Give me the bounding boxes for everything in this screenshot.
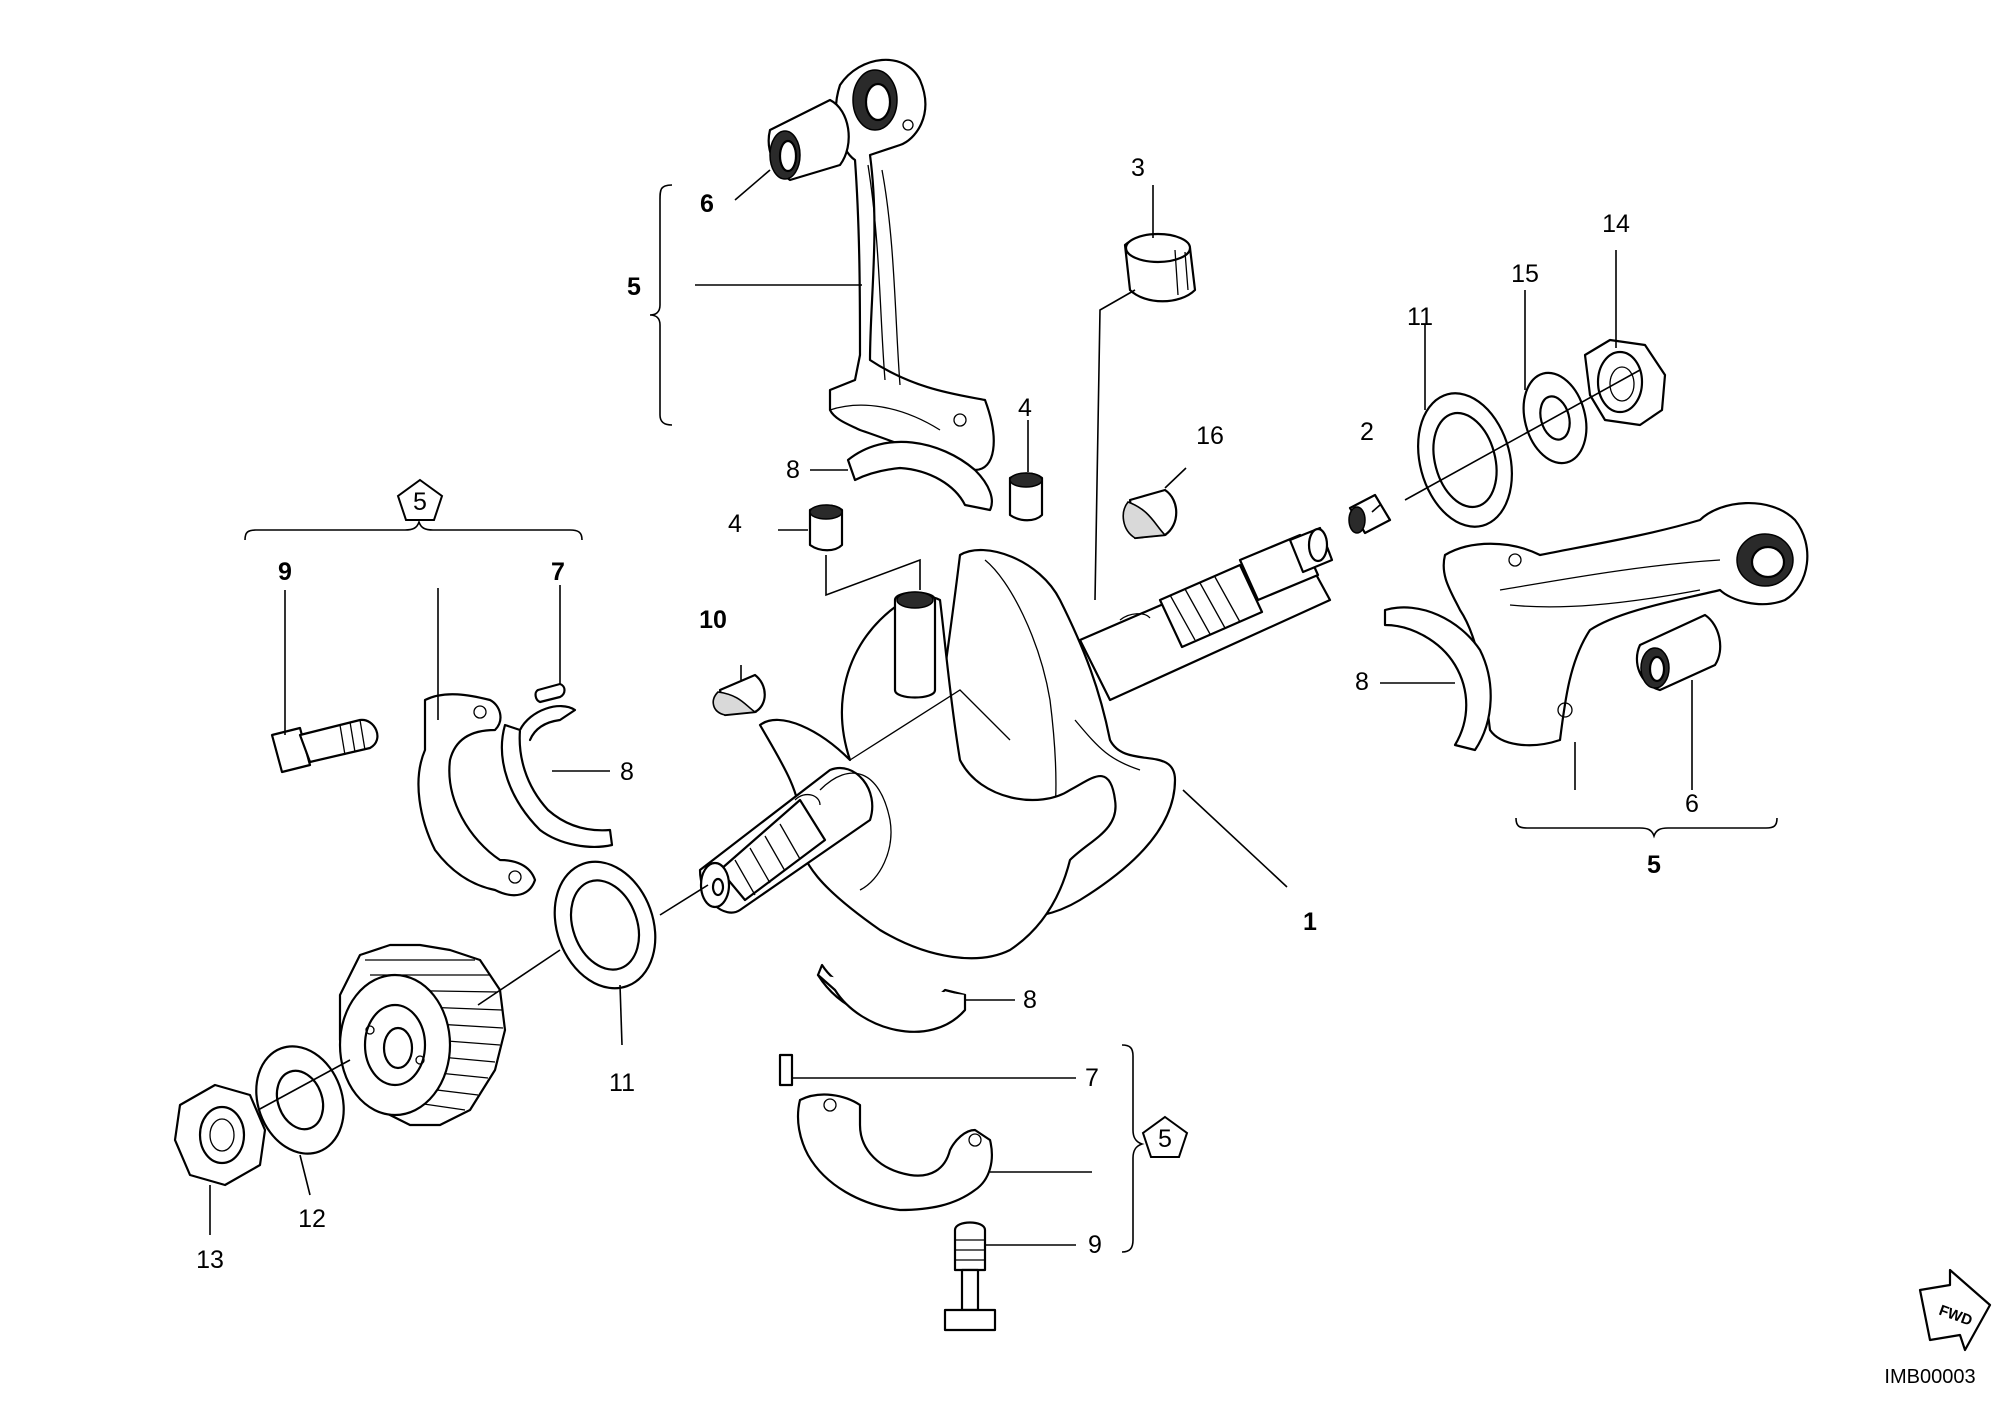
image-code: IMB00003 — [1884, 1366, 1975, 1388]
callout-7-bottom: 7 — [1085, 1064, 1099, 1092]
callout-13: 13 — [196, 1246, 224, 1274]
callout-5-top: 5 — [627, 273, 641, 301]
bearing-shell-top — [846, 440, 993, 512]
plug-4-right — [1008, 472, 1044, 522]
callout-8-top: 8 — [786, 456, 800, 484]
bearing-cap-bottom — [778, 1053, 997, 1332]
callout-9-bottom: 9 — [1088, 1231, 1102, 1259]
bearing-shell-left — [500, 705, 614, 848]
thrust-washer-right — [1417, 392, 1513, 528]
timing-gear — [338, 943, 507, 1127]
callout-8-right: 8 — [1355, 668, 1369, 696]
callout-9-left: 9 — [278, 558, 292, 586]
callout-15: 15 — [1511, 260, 1539, 288]
gear-nut — [173, 1083, 267, 1187]
callout-16: 16 — [1196, 422, 1224, 450]
kit-badge-label-left: 5 — [413, 488, 427, 516]
connecting-rod-right — [1383, 501, 1809, 752]
callout-4-right: 4 — [1018, 394, 1032, 422]
callout-4-left: 4 — [728, 510, 742, 538]
woodruff-key-16 — [1122, 488, 1178, 540]
crankshaft — [698, 526, 1334, 960]
gear-washer — [255, 1045, 345, 1155]
forward-arrow-icon: FWD — [1918, 1268, 1992, 1352]
callout-1: 1 — [1303, 908, 1317, 936]
kit-badge-bottom: 5 — [1141, 1115, 1189, 1158]
callout-12: 12 — [298, 1205, 326, 1233]
washer-15 — [1522, 371, 1588, 465]
kit-brackets — [244, 184, 1778, 1253]
callout-8-left: 8 — [620, 758, 634, 786]
bearing-cap-left — [270, 682, 566, 897]
callout-numbers: 1 2 3 4 4 5 5 6 6 7 7 8 8 8 8 9 9 10 11 … — [196, 154, 1699, 1274]
callout-11-right: 11 — [1407, 303, 1433, 331]
callout-3: 3 — [1131, 154, 1145, 182]
kit-badge-left: 5 — [396, 478, 444, 521]
callout-6-top: 6 — [700, 190, 714, 218]
callout-11-left: 11 — [609, 1069, 635, 1097]
plug-4-left — [808, 504, 844, 552]
callout-7-left: 7 — [551, 558, 565, 586]
nut-14 — [1583, 338, 1667, 427]
connecting-rod-top — [767, 58, 995, 472]
leader-lines — [209, 169, 1693, 1246]
callout-14: 14 — [1602, 210, 1630, 238]
callout-10: 10 — [699, 606, 727, 634]
plug-3 — [1123, 232, 1197, 303]
plug-2 — [1348, 493, 1392, 535]
kit-badge-label-bottom: 5 — [1158, 1125, 1172, 1153]
callout-5-right: 5 — [1647, 851, 1661, 879]
thrust-washer-left — [553, 860, 657, 990]
callout-2: 2 — [1360, 418, 1374, 446]
callout-8-bottom: 8 — [1023, 986, 1037, 1014]
callout-6-right: 6 — [1685, 790, 1699, 818]
woodruff-key-10 — [712, 673, 766, 717]
bearing-shell-bottom — [816, 963, 967, 1033]
